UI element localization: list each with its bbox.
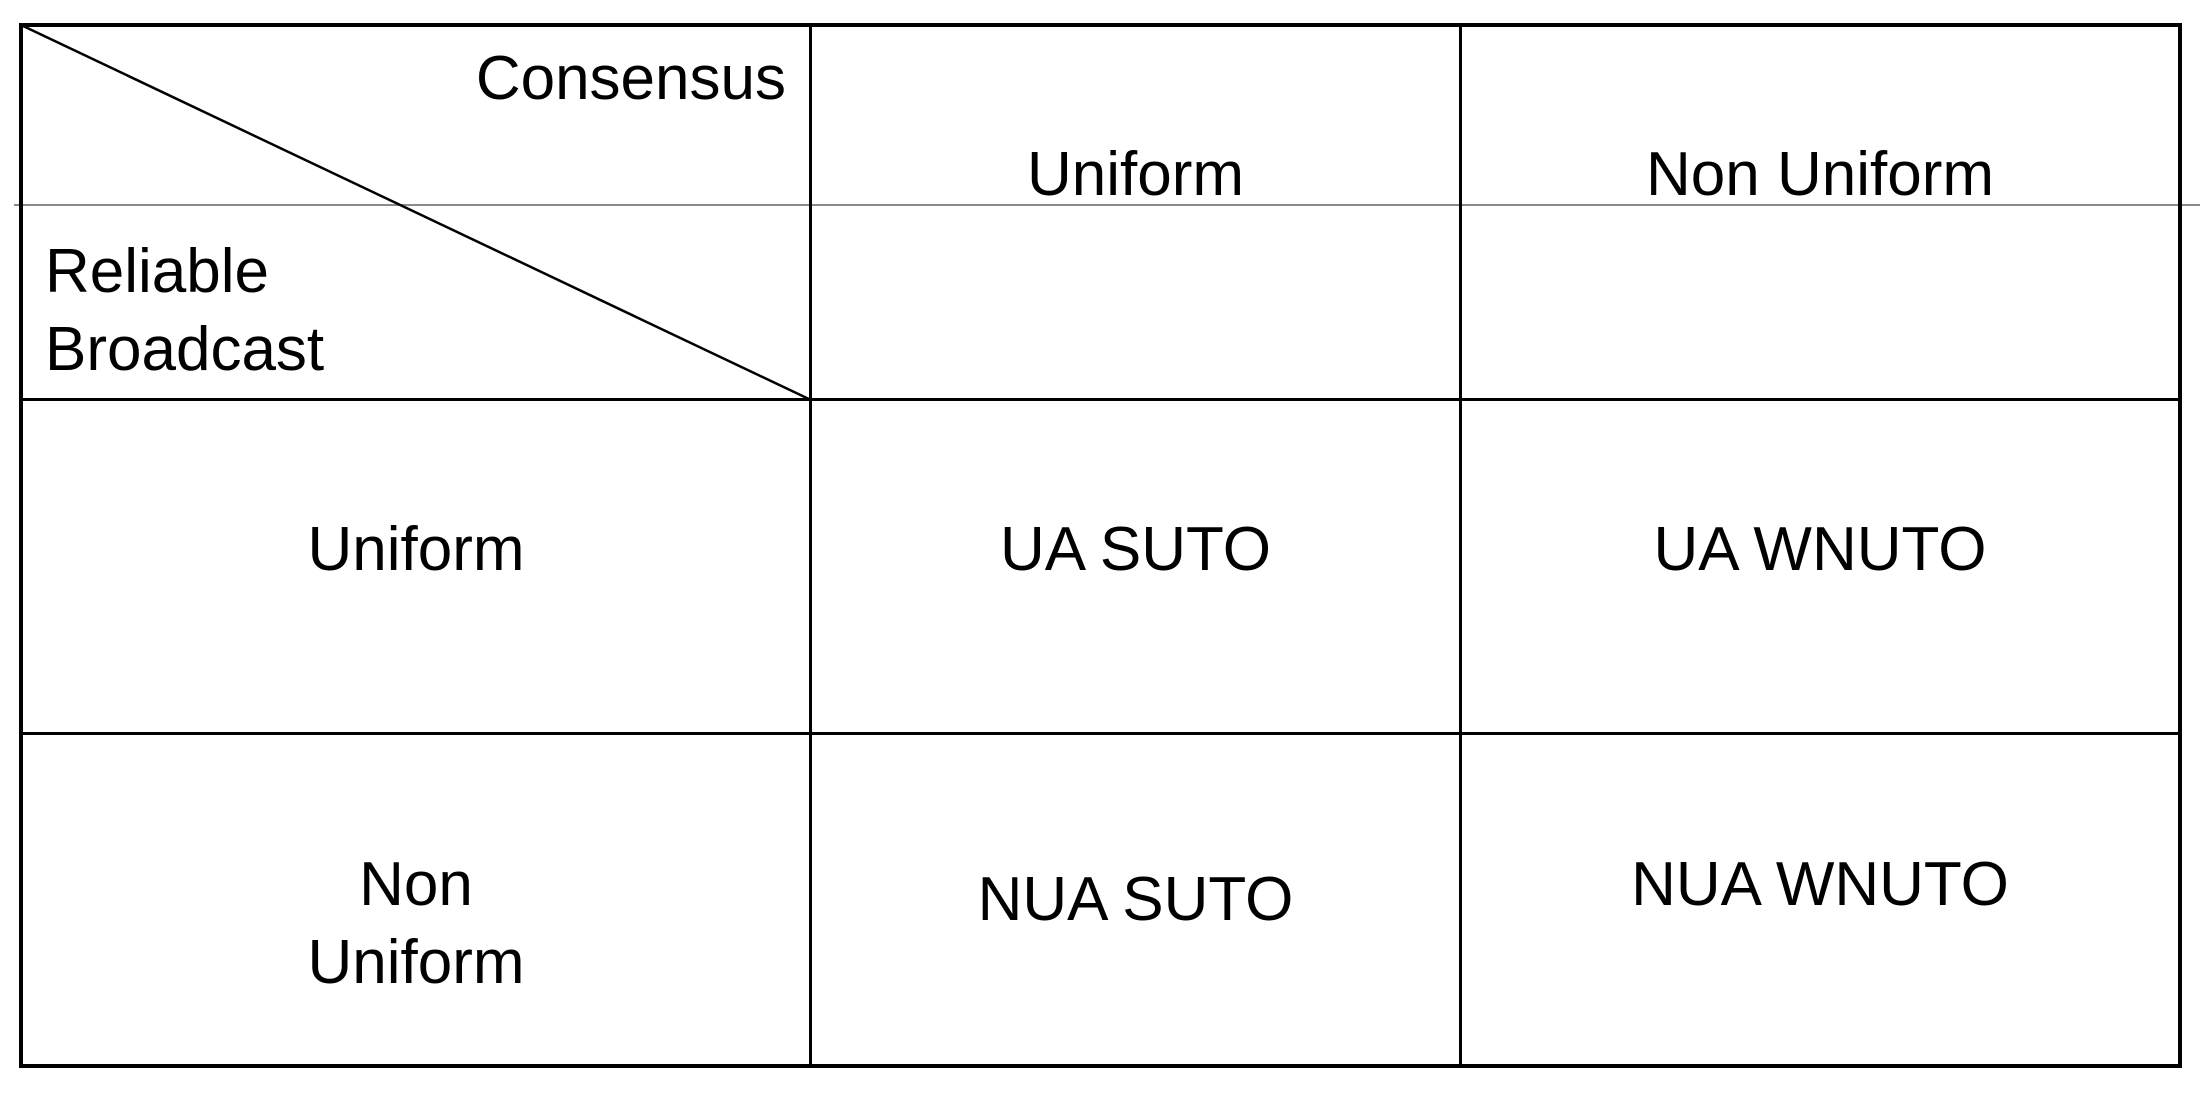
row-label-non-uniform-line2: Uniform (307, 928, 525, 997)
border-right (2178, 23, 2182, 1068)
cell-ua-wnuto: UA WNUTO (1653, 515, 1987, 584)
column-header-non-uniform: Non Uniform (1646, 140, 1994, 209)
row-divider-2 (19, 732, 2182, 735)
row-divider-1 (19, 398, 2182, 401)
corner-label-broadcast: Broadcast (45, 315, 325, 384)
border-top (19, 23, 2182, 27)
row-label-uniform: Uniform (307, 515, 525, 584)
column-divider-2 (1459, 23, 1462, 1068)
column-header-uniform: Uniform (1026, 140, 1245, 209)
header-rule (14, 204, 2200, 206)
corner-label-reliable: Reliable (45, 237, 270, 306)
border-left (19, 23, 23, 1068)
border-bottom (19, 1064, 2182, 1068)
column-divider-1 (809, 23, 812, 1068)
cell-ua-suto: UA SUTO (999, 515, 1272, 584)
cell-nua-wnuto: NUA WNUTO (1631, 850, 2009, 919)
corner-label-consensus: Consensus (475, 44, 786, 113)
cell-nua-suto: NUA SUTO (977, 865, 1294, 934)
row-label-non: Non (359, 850, 473, 919)
